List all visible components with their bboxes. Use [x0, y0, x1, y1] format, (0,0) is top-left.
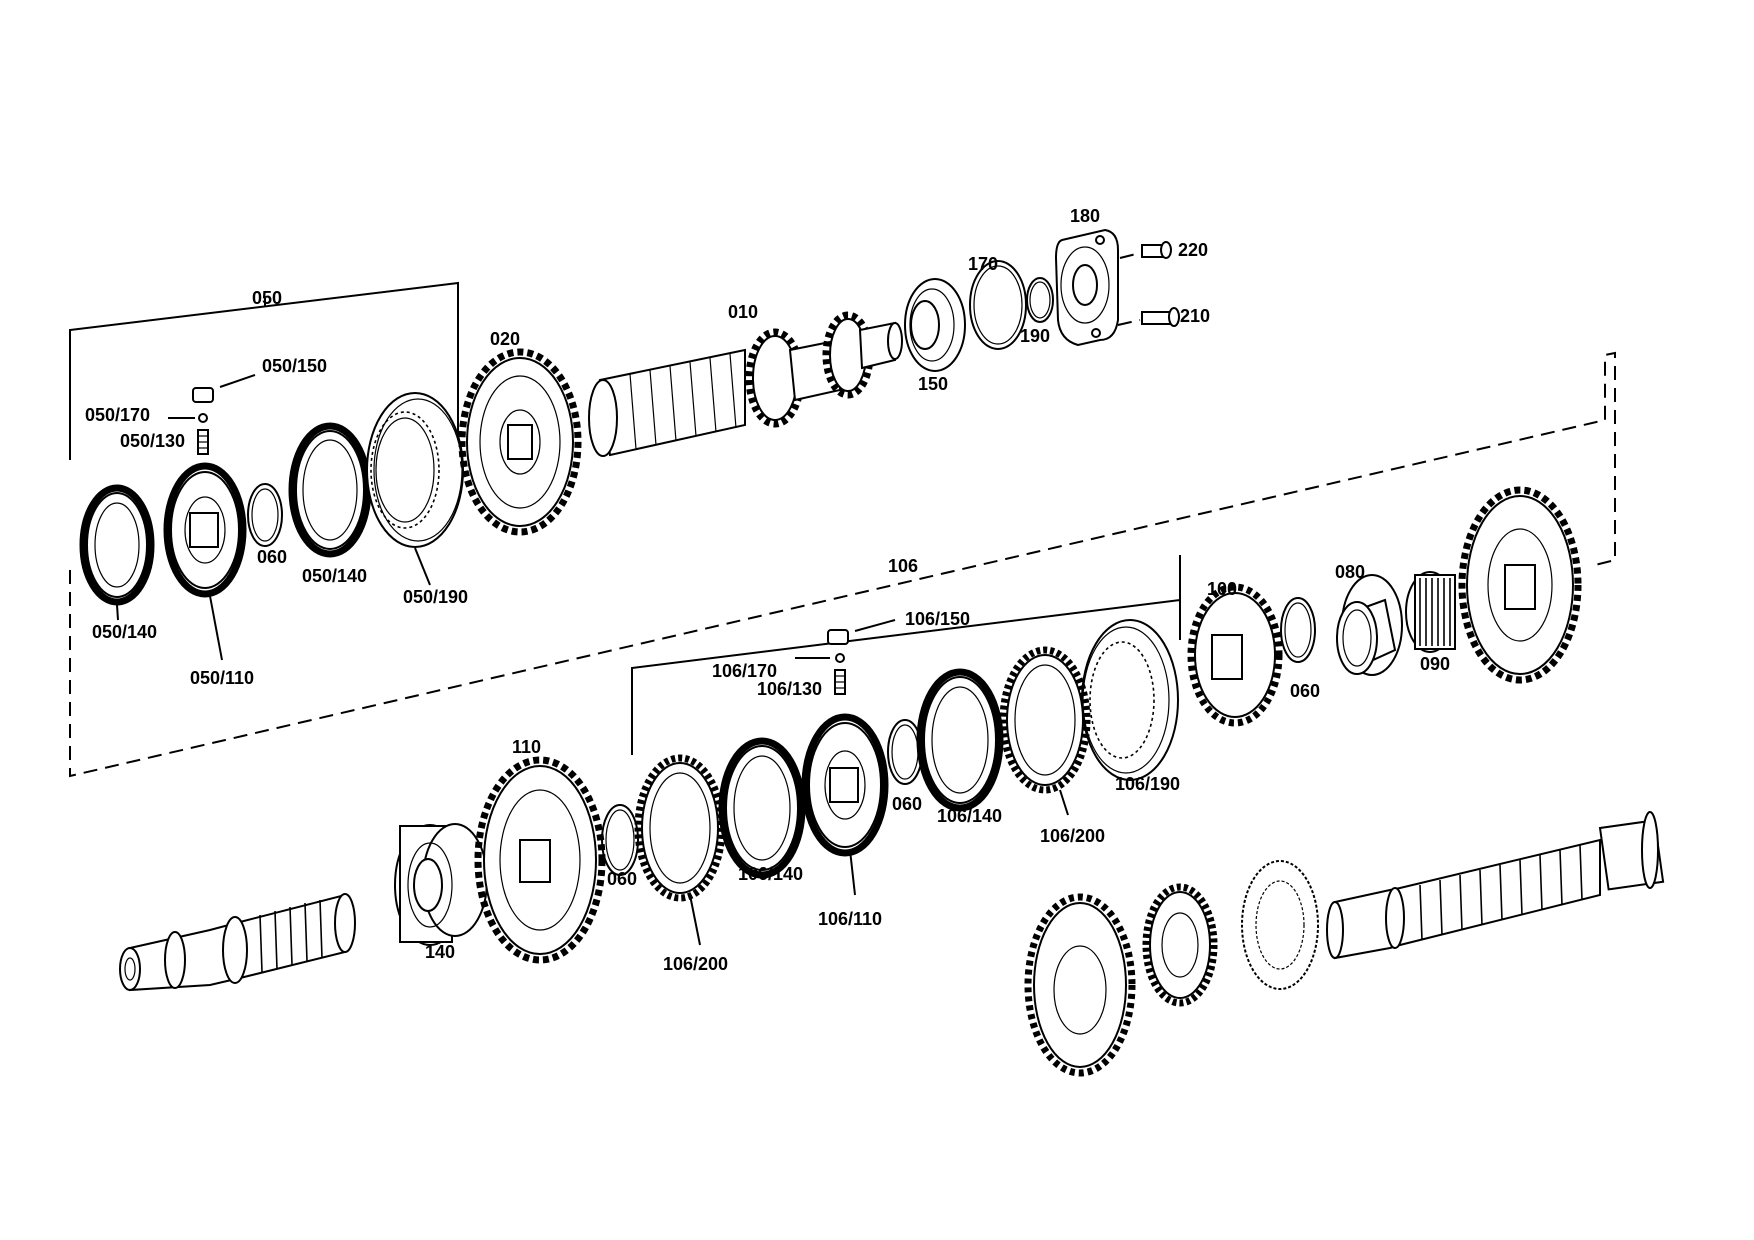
label-190: 190 — [1020, 326, 1050, 346]
bearing-150[interactable] — [904, 278, 966, 372]
spring-106-130[interactable] — [834, 669, 846, 695]
label-050-150: 050/150 — [262, 356, 327, 376]
reference-gear-small — [1142, 883, 1218, 1007]
bearing-140[interactable] — [394, 823, 488, 946]
label-110: 110 — [512, 737, 541, 757]
ball-106-170[interactable] — [835, 653, 845, 663]
label-100: 100 — [1207, 579, 1237, 599]
label-050-140-right: 050/140 — [302, 566, 367, 586]
label-060-lower: 060 — [607, 869, 637, 889]
label-106-130: 106/130 — [757, 679, 822, 699]
synchronizer-hub-050-110[interactable] — [163, 462, 247, 598]
synchro-ring-050-140-left[interactable] — [79, 484, 155, 606]
label-180: 180 — [1070, 206, 1100, 226]
label-106-190: 106/190 — [1115, 774, 1180, 794]
reference-gear-large — [1024, 893, 1136, 1077]
label-150: 150 — [918, 374, 948, 394]
gear-020[interactable] — [458, 348, 582, 536]
needle-bearing-090[interactable] — [1405, 571, 1456, 653]
label-050-130: 050/130 — [120, 431, 185, 451]
label-060-lower-middle: 060 — [892, 794, 922, 814]
label-210: 210 — [1180, 306, 1210, 326]
bushing-080[interactable] — [1336, 574, 1403, 676]
label-106-110: 106/110 — [818, 909, 882, 929]
synchro-ring-106-140-left[interactable] — [718, 737, 806, 879]
label-090: 090 — [1420, 654, 1450, 674]
gear-110[interactable] — [474, 756, 606, 964]
label-106-170: 106/170 — [712, 661, 777, 681]
label-170: 170 — [968, 254, 998, 274]
leader-lines — [116, 374, 1069, 946]
label-080: 080 — [1335, 562, 1365, 582]
group-050-bracket — [69, 281, 459, 460]
label-060-middle: 060 — [1290, 681, 1320, 701]
label-050-170: 050/170 — [85, 405, 150, 425]
label-010: 010 — [728, 302, 758, 322]
snap-ring-060-lower[interactable] — [601, 804, 639, 876]
label-106-140-right: 106/140 — [937, 806, 1002, 826]
snap-ring-190[interactable] — [1026, 277, 1054, 323]
screw-220[interactable] — [1119, 241, 1172, 259]
snap-ring-060-middle[interactable] — [1280, 597, 1316, 663]
screw-210[interactable] — [1117, 307, 1180, 327]
large-gear-right[interactable] — [1458, 486, 1582, 684]
key-050-150[interactable] — [192, 387, 214, 403]
label-106: 106 — [888, 556, 918, 576]
label-140: 140 — [425, 942, 455, 962]
sliding-sleeve-106-190[interactable] — [1081, 619, 1179, 781]
main-shaft-010[interactable] — [588, 311, 903, 457]
label-106-150: 106/150 — [905, 609, 970, 629]
label-050: 050 — [252, 288, 282, 308]
ball-050-170[interactable] — [198, 413, 208, 423]
ring-106-200-right[interactable] — [999, 646, 1091, 794]
shim-170[interactable] — [969, 260, 1027, 350]
reference-synchro-ring — [1241, 860, 1319, 990]
input-shaft[interactable] — [119, 893, 356, 992]
label-106-200-left: 106/200 — [663, 954, 728, 974]
label-050-190: 050/190 — [403, 587, 468, 607]
snap-ring-060-upper[interactable] — [247, 483, 283, 547]
label-220: 220 — [1178, 240, 1208, 260]
snap-ring-060-lower-middle[interactable] — [887, 719, 923, 785]
sliding-sleeve-050-190[interactable] — [366, 392, 464, 548]
label-106-200-right: 106/200 — [1040, 826, 1105, 846]
label-020: 020 — [490, 329, 520, 349]
synchro-ring-106-140-right[interactable] — [916, 668, 1004, 812]
synchronizer-hub-106-110[interactable] — [801, 713, 889, 857]
key-106-150[interactable] — [827, 629, 849, 645]
gear-100[interactable] — [1187, 583, 1283, 727]
reference-output-shaft — [1326, 811, 1665, 960]
ring-106-200-left[interactable] — [634, 754, 726, 902]
label-050-140-left: 050/140 — [92, 622, 157, 642]
group-106-bracket — [631, 555, 1181, 755]
label-060-upper: 060 — [257, 547, 287, 567]
label-050-110: 050/110 — [190, 668, 254, 688]
assembly-dashed-boundary — [69, 351, 1616, 778]
spring-050-130[interactable] — [197, 429, 209, 455]
synchro-ring-050-140-right[interactable] — [288, 422, 372, 558]
label-106-140-left: 106/140 — [738, 864, 803, 884]
cover-plate-180[interactable] — [1054, 228, 1119, 347]
